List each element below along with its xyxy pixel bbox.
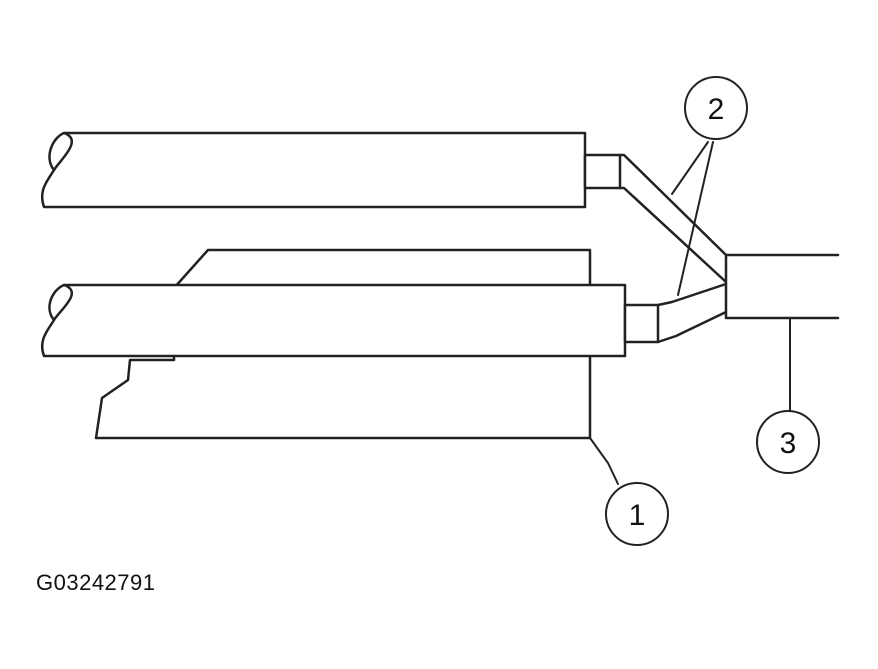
lower-wire-bottom bbox=[656, 310, 728, 344]
lower-wire-top bbox=[656, 282, 728, 307]
lower-cable bbox=[40, 283, 627, 358]
callout-2-label: 2 bbox=[708, 93, 725, 126]
upper-cable-break bbox=[48, 131, 66, 172]
lower-cable-break bbox=[48, 283, 66, 322]
upper-wire-bottom bbox=[618, 186, 728, 284]
callout-1-label: 1 bbox=[629, 499, 646, 532]
figure-id-label: G03242791 bbox=[36, 570, 156, 595]
callout-3-label: 3 bbox=[780, 427, 797, 460]
upper-wire-top bbox=[618, 153, 728, 257]
connector-body bbox=[724, 253, 840, 320]
callout-2: 2 bbox=[684, 76, 748, 140]
callout-3: 3 bbox=[756, 410, 820, 474]
callout-2-leader-b bbox=[677, 141, 714, 296]
callout-2-leader-a bbox=[671, 141, 709, 195]
upper-cable bbox=[40, 131, 587, 209]
callout-1-leader bbox=[589, 437, 619, 485]
lower-conductor-stub bbox=[623, 303, 660, 344]
upper-conductor-stub bbox=[583, 153, 622, 190]
callout-1: 1 bbox=[605, 482, 669, 546]
